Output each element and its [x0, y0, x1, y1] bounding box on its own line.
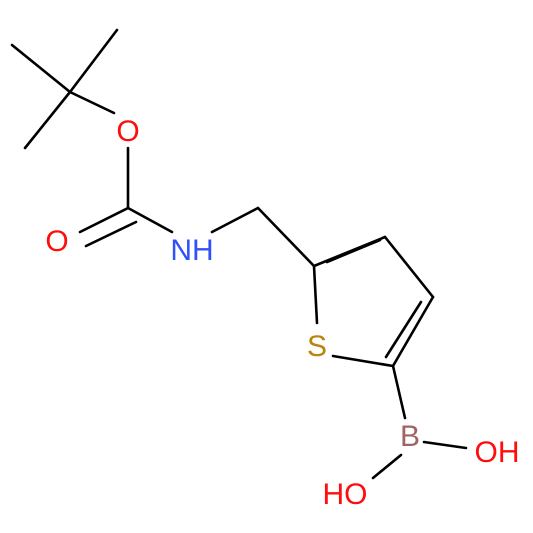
bond-c3-c2-double [391, 295, 435, 368]
bond-b-oh-bottom [371, 453, 403, 480]
atom-b: B [400, 420, 420, 453]
atom-oh-right: OH [475, 436, 520, 469]
bond-methyl-bottom [23, 90, 72, 150]
bond-s-c5 [312, 264, 319, 325]
bond-b-oh-right [422, 440, 468, 450]
bond-c4-c3 [383, 235, 435, 299]
bond-c2-s [331, 354, 395, 368]
bond-carbonyl-double-1 [78, 206, 130, 234]
bond-ch2-c5 [256, 206, 316, 268]
atom-oh-bottom: HO [323, 478, 368, 511]
bond-c3-c2-inner [384, 300, 423, 359]
bond-c5-c4-inner [325, 238, 382, 264]
bond-methyl-top [68, 28, 119, 94]
atom-nh: NH [170, 234, 213, 267]
bond-methyl-left [10, 43, 72, 94]
atom-s: S [307, 330, 327, 363]
atom-o-ether: O [116, 115, 139, 148]
bond-c2-b [391, 364, 407, 420]
bond-carbonyl-double-2 [84, 220, 138, 248]
atom-o-carbonyl: O [45, 225, 68, 258]
bond-c-n [126, 206, 174, 234]
bond-n-ch2 [210, 206, 260, 234]
bond-quaternary-c-o [68, 90, 116, 115]
